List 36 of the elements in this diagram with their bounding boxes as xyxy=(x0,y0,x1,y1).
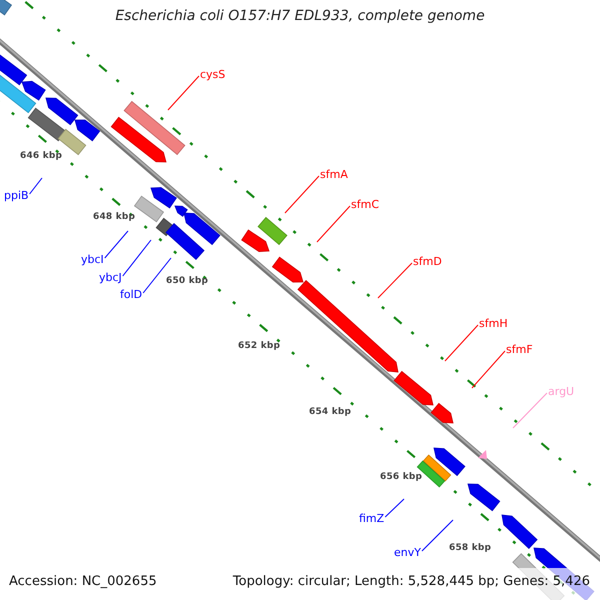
gene-label: ybcJ xyxy=(99,271,122,284)
leader-line xyxy=(29,178,42,194)
leader-line xyxy=(316,206,350,242)
leader-line xyxy=(104,230,128,258)
gene-label: sfmC xyxy=(351,198,379,211)
leader-line xyxy=(284,176,320,214)
scale-label: 646 kbp xyxy=(20,151,62,162)
leader-line xyxy=(384,498,404,518)
scale-label: 656 kbp xyxy=(380,472,422,483)
gene-label: sfmF xyxy=(506,343,533,356)
gene-label: argU xyxy=(548,385,574,398)
leader-line xyxy=(142,258,172,294)
accession-text: Accession: NC_002655 xyxy=(9,574,157,589)
gene-label: ybcI xyxy=(81,253,104,266)
scale-label: 654 kbp xyxy=(309,407,352,418)
scale-label: 652 kbp xyxy=(238,341,280,352)
gene-label: ppiB xyxy=(4,189,29,202)
leader-line xyxy=(444,324,478,362)
gene-label: sfmD xyxy=(413,255,442,268)
scale-label: 658 kbp xyxy=(449,543,492,554)
scale-label: 648 kbp xyxy=(93,212,136,223)
leader-line xyxy=(421,520,454,552)
leader-line xyxy=(122,240,152,276)
gene-label: cysS xyxy=(200,68,226,81)
genome-summary: Topology: circular; Length: 5,528,445 bp; Genes: 5,426 xyxy=(232,574,590,589)
leader-line xyxy=(472,350,506,388)
gene-label: envY xyxy=(394,546,421,559)
scale-label: 650 kbp xyxy=(166,276,208,287)
leader-line xyxy=(168,76,200,110)
gene-label: fimZ xyxy=(359,512,384,525)
gene-label: sfmH xyxy=(479,317,508,330)
leader-line xyxy=(512,392,548,428)
leader-line xyxy=(378,262,412,298)
gene-label: folD xyxy=(120,288,142,301)
title: Escherichia coli O157:H7 EDL933, complete genome xyxy=(114,8,486,24)
gene-label: sfmA xyxy=(320,168,348,181)
